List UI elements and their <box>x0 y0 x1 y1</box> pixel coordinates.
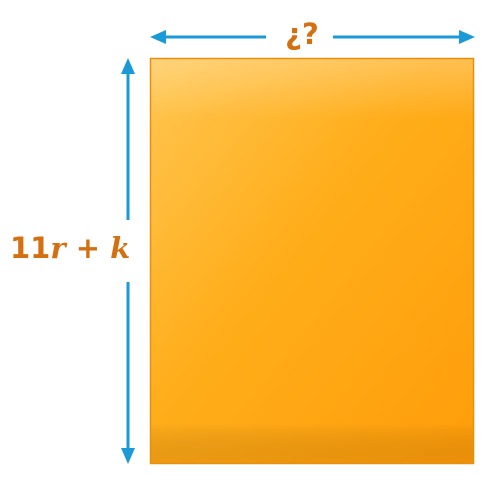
height-label: 11r + k <box>10 234 136 263</box>
width-label: ¿? <box>285 17 319 51</box>
height-label-operator: + <box>65 231 111 265</box>
rectangle <box>149 57 475 465</box>
height-label-variable-k: k <box>110 231 131 265</box>
height-label-variable-r: r <box>50 231 66 265</box>
height-arrow-bottom-head <box>121 448 135 464</box>
width-arrow-right-head <box>459 30 475 44</box>
width-arrow <box>150 30 475 44</box>
rectangle-border <box>149 57 475 465</box>
height-label-coefficient: 11 <box>10 231 51 265</box>
width-arrow-left-head <box>150 30 166 44</box>
height-arrow <box>121 58 135 464</box>
height-arrow-top-head <box>121 58 135 74</box>
rectangle-shading <box>150 58 474 464</box>
